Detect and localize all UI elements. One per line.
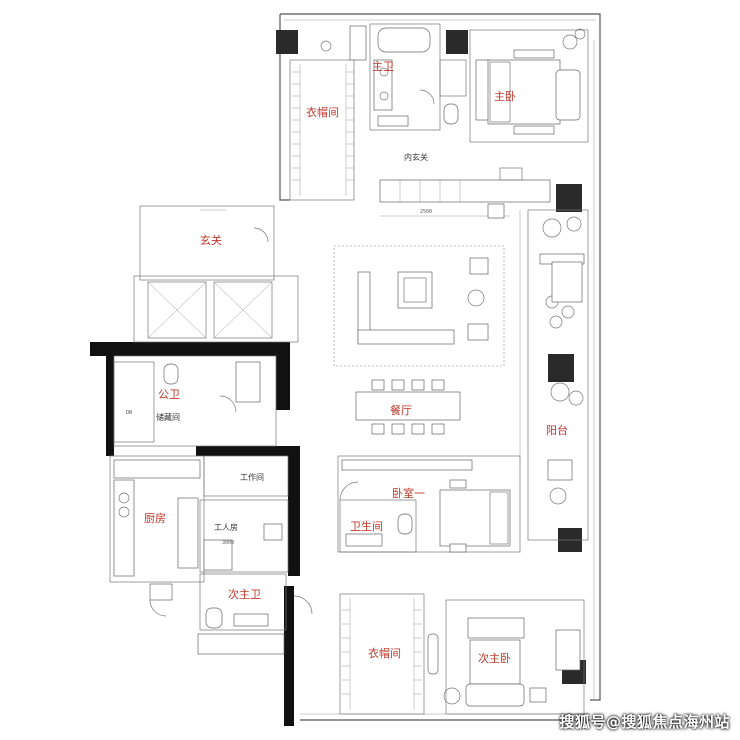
label-master-bath: 主卫 (372, 60, 394, 73)
label-inner-foyer: 内玄关 (404, 152, 428, 162)
label-bathroom: 卫生间 (350, 519, 383, 533)
label-storage: 储藏间 (156, 412, 180, 422)
label-wardrobe-bottom: 衣帽间 (368, 646, 401, 660)
room-labels: 主卫 主卧 衣帽间 内玄关 玄关 公卫 储藏间 餐厅 阳台 卧室一 卫生间 工作… (144, 60, 568, 665)
master-bedroom-area (469, 28, 589, 143)
kitchen-area (109, 455, 205, 617)
label-second-master-bedroom: 次主卧 (478, 651, 511, 665)
dn-label: DN (126, 410, 132, 416)
dimension-label: 2500 (420, 209, 432, 215)
label-wardrobe-top: 衣帽间 (306, 105, 339, 119)
label-dining: 餐厅 (390, 403, 412, 417)
label-bedroom-one: 卧室一 (392, 486, 425, 500)
watermark: 搜狐号@搜狐焦点海州站 (559, 713, 730, 731)
dimension-label-3000: 3000 (222, 540, 234, 546)
label-master-bedroom: 主卧 (494, 90, 516, 103)
label-foyer: 玄关 (200, 233, 222, 247)
label-kitchen: 厨房 (144, 512, 166, 525)
label-maid-room: 工人房 (214, 522, 238, 532)
inner-foyer-area: 2500 (379, 167, 551, 219)
label-balcony: 阳台 (546, 423, 568, 437)
label-utility: 工作间 (240, 472, 264, 482)
wardrobe-bottom-area (293, 593, 439, 715)
second-master-bedroom-area (443, 599, 585, 715)
outer-walls (279, 13, 601, 721)
living-area (333, 210, 521, 460)
bedroom-one-area (337, 455, 521, 553)
service-area (197, 455, 289, 655)
dining-area (355, 379, 461, 435)
wardrobe-top-area (289, 25, 367, 201)
public-bath-area: DN (113, 355, 277, 447)
balcony-area (527, 209, 589, 541)
label-public-bath: 公卫 (158, 388, 180, 401)
master-bath-area (369, 23, 467, 131)
foyer-area (133, 205, 299, 343)
label-second-master-bath: 次主卫 (228, 587, 261, 601)
